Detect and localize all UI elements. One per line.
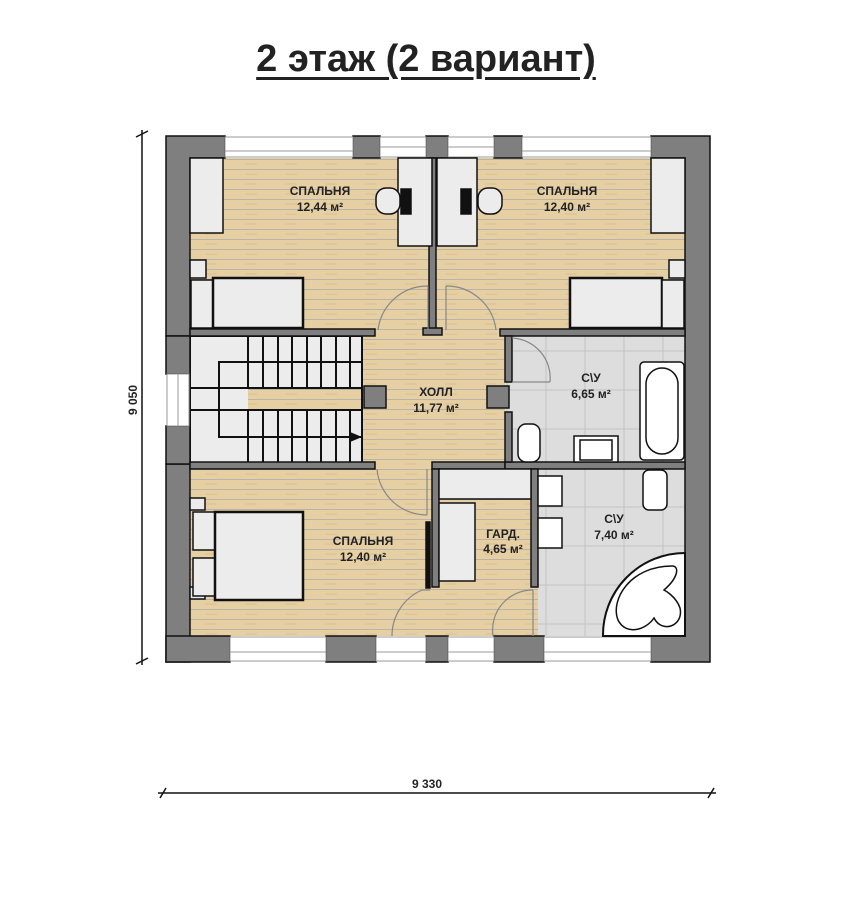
svg-text:4,65 м²: 4,65 м² (483, 542, 523, 556)
plan-title: 2 этаж (2 вариант) (256, 38, 596, 80)
shelf (438, 502, 476, 582)
svg-text:6,65 м²: 6,65 м² (571, 387, 611, 401)
monitor-left (400, 188, 412, 215)
svg-text:9 330: 9 330 (412, 777, 442, 791)
pillow (661, 279, 685, 329)
chair-left (375, 187, 401, 215)
single-bed (211, 276, 305, 330)
toilet (517, 423, 541, 463)
monitor-right (460, 188, 472, 215)
windows (166, 136, 652, 662)
sink (537, 475, 563, 507)
svg-text:СПАЛЬНЯ: СПАЛЬНЯ (290, 184, 350, 198)
pillow (190, 279, 214, 329)
tv (425, 521, 431, 589)
svg-text:ХОЛЛ: ХОЛЛ (419, 385, 453, 399)
doors (376, 285, 551, 637)
svg-text:ГАРД.: ГАРД. (486, 527, 520, 541)
svg-text:11,77 м²: 11,77 м² (413, 401, 459, 415)
chair-right (477, 187, 503, 215)
svg-text:7,40 м²: 7,40 м² (594, 528, 634, 542)
dimension-vertical: 9 050 (126, 130, 149, 665)
wardrobe (189, 157, 224, 234)
staircase (189, 335, 363, 465)
double-bed (213, 510, 305, 602)
stair-arrow-icon (350, 432, 362, 442)
dimension-horizontal: 9 330 (158, 777, 716, 799)
svg-text:С\У: С\У (581, 371, 601, 385)
svg-text:9 050: 9 050 (126, 385, 140, 415)
wardrobe (650, 157, 686, 234)
svg-text:СПАЛЬНЯ: СПАЛЬНЯ (333, 534, 393, 548)
svg-text:С\У: С\У (604, 512, 624, 526)
shelf (438, 468, 532, 500)
svg-text:12,40 м²: 12,40 м² (544, 200, 590, 214)
svg-text:СПАЛЬНЯ: СПАЛЬНЯ (537, 184, 597, 198)
room-labels: СПАЛЬНЯ 12,44 м² СПАЛЬНЯ 12,40 м² ХОЛЛ 1… (290, 184, 634, 564)
svg-text:12,44 м²: 12,44 м² (297, 200, 343, 214)
toilet (642, 469, 668, 511)
furniture (189, 157, 686, 637)
single-bed (568, 276, 664, 330)
svg-text:12,40 м²: 12,40 м² (340, 550, 386, 564)
sink (537, 517, 563, 549)
